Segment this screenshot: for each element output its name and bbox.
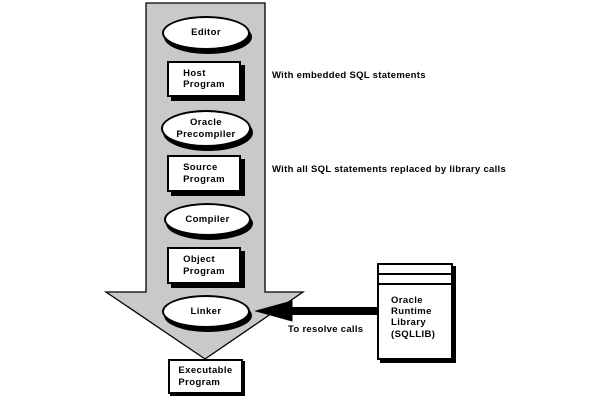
node-host-program: Host Program (167, 61, 241, 97)
node-oracle-precompiler: Oracle Precompiler (161, 110, 251, 147)
node-editor: Editor (162, 16, 250, 50)
runtime-library-header-row-1 (379, 265, 451, 275)
annotation-embedded-sql: With embedded SQL statements (272, 70, 426, 81)
node-host-program-label: Host Program (183, 67, 225, 90)
node-executable-program-label: Executable Program (178, 365, 233, 388)
node-object-program: Object Program (167, 247, 241, 284)
node-compiler: Compiler (164, 203, 251, 236)
node-source-program: Source Program (167, 155, 241, 192)
runtime-library-label: Oracle Runtime Library (SQLLIB) (391, 295, 436, 340)
node-oracle-precompiler-label: Oracle Precompiler (176, 117, 236, 140)
node-source-program-label: Source Program (183, 162, 225, 185)
node-editor-label: Editor (191, 27, 221, 39)
node-linker: Linker (162, 295, 250, 328)
annotation-to-resolve-calls: To resolve calls (288, 324, 364, 335)
node-object-program-label: Object Program (183, 254, 225, 277)
node-compiler-label: Compiler (185, 213, 230, 225)
annotation-replaced-by-library-calls: With all SQL statements replaced by libr… (272, 164, 507, 175)
node-executable-program: Executable Program (168, 359, 243, 394)
node-linker-label: Linker (190, 305, 222, 317)
runtime-library-box: Oracle Runtime Library (SQLLIB) (377, 263, 453, 360)
runtime-library-header-row-2 (379, 275, 451, 285)
